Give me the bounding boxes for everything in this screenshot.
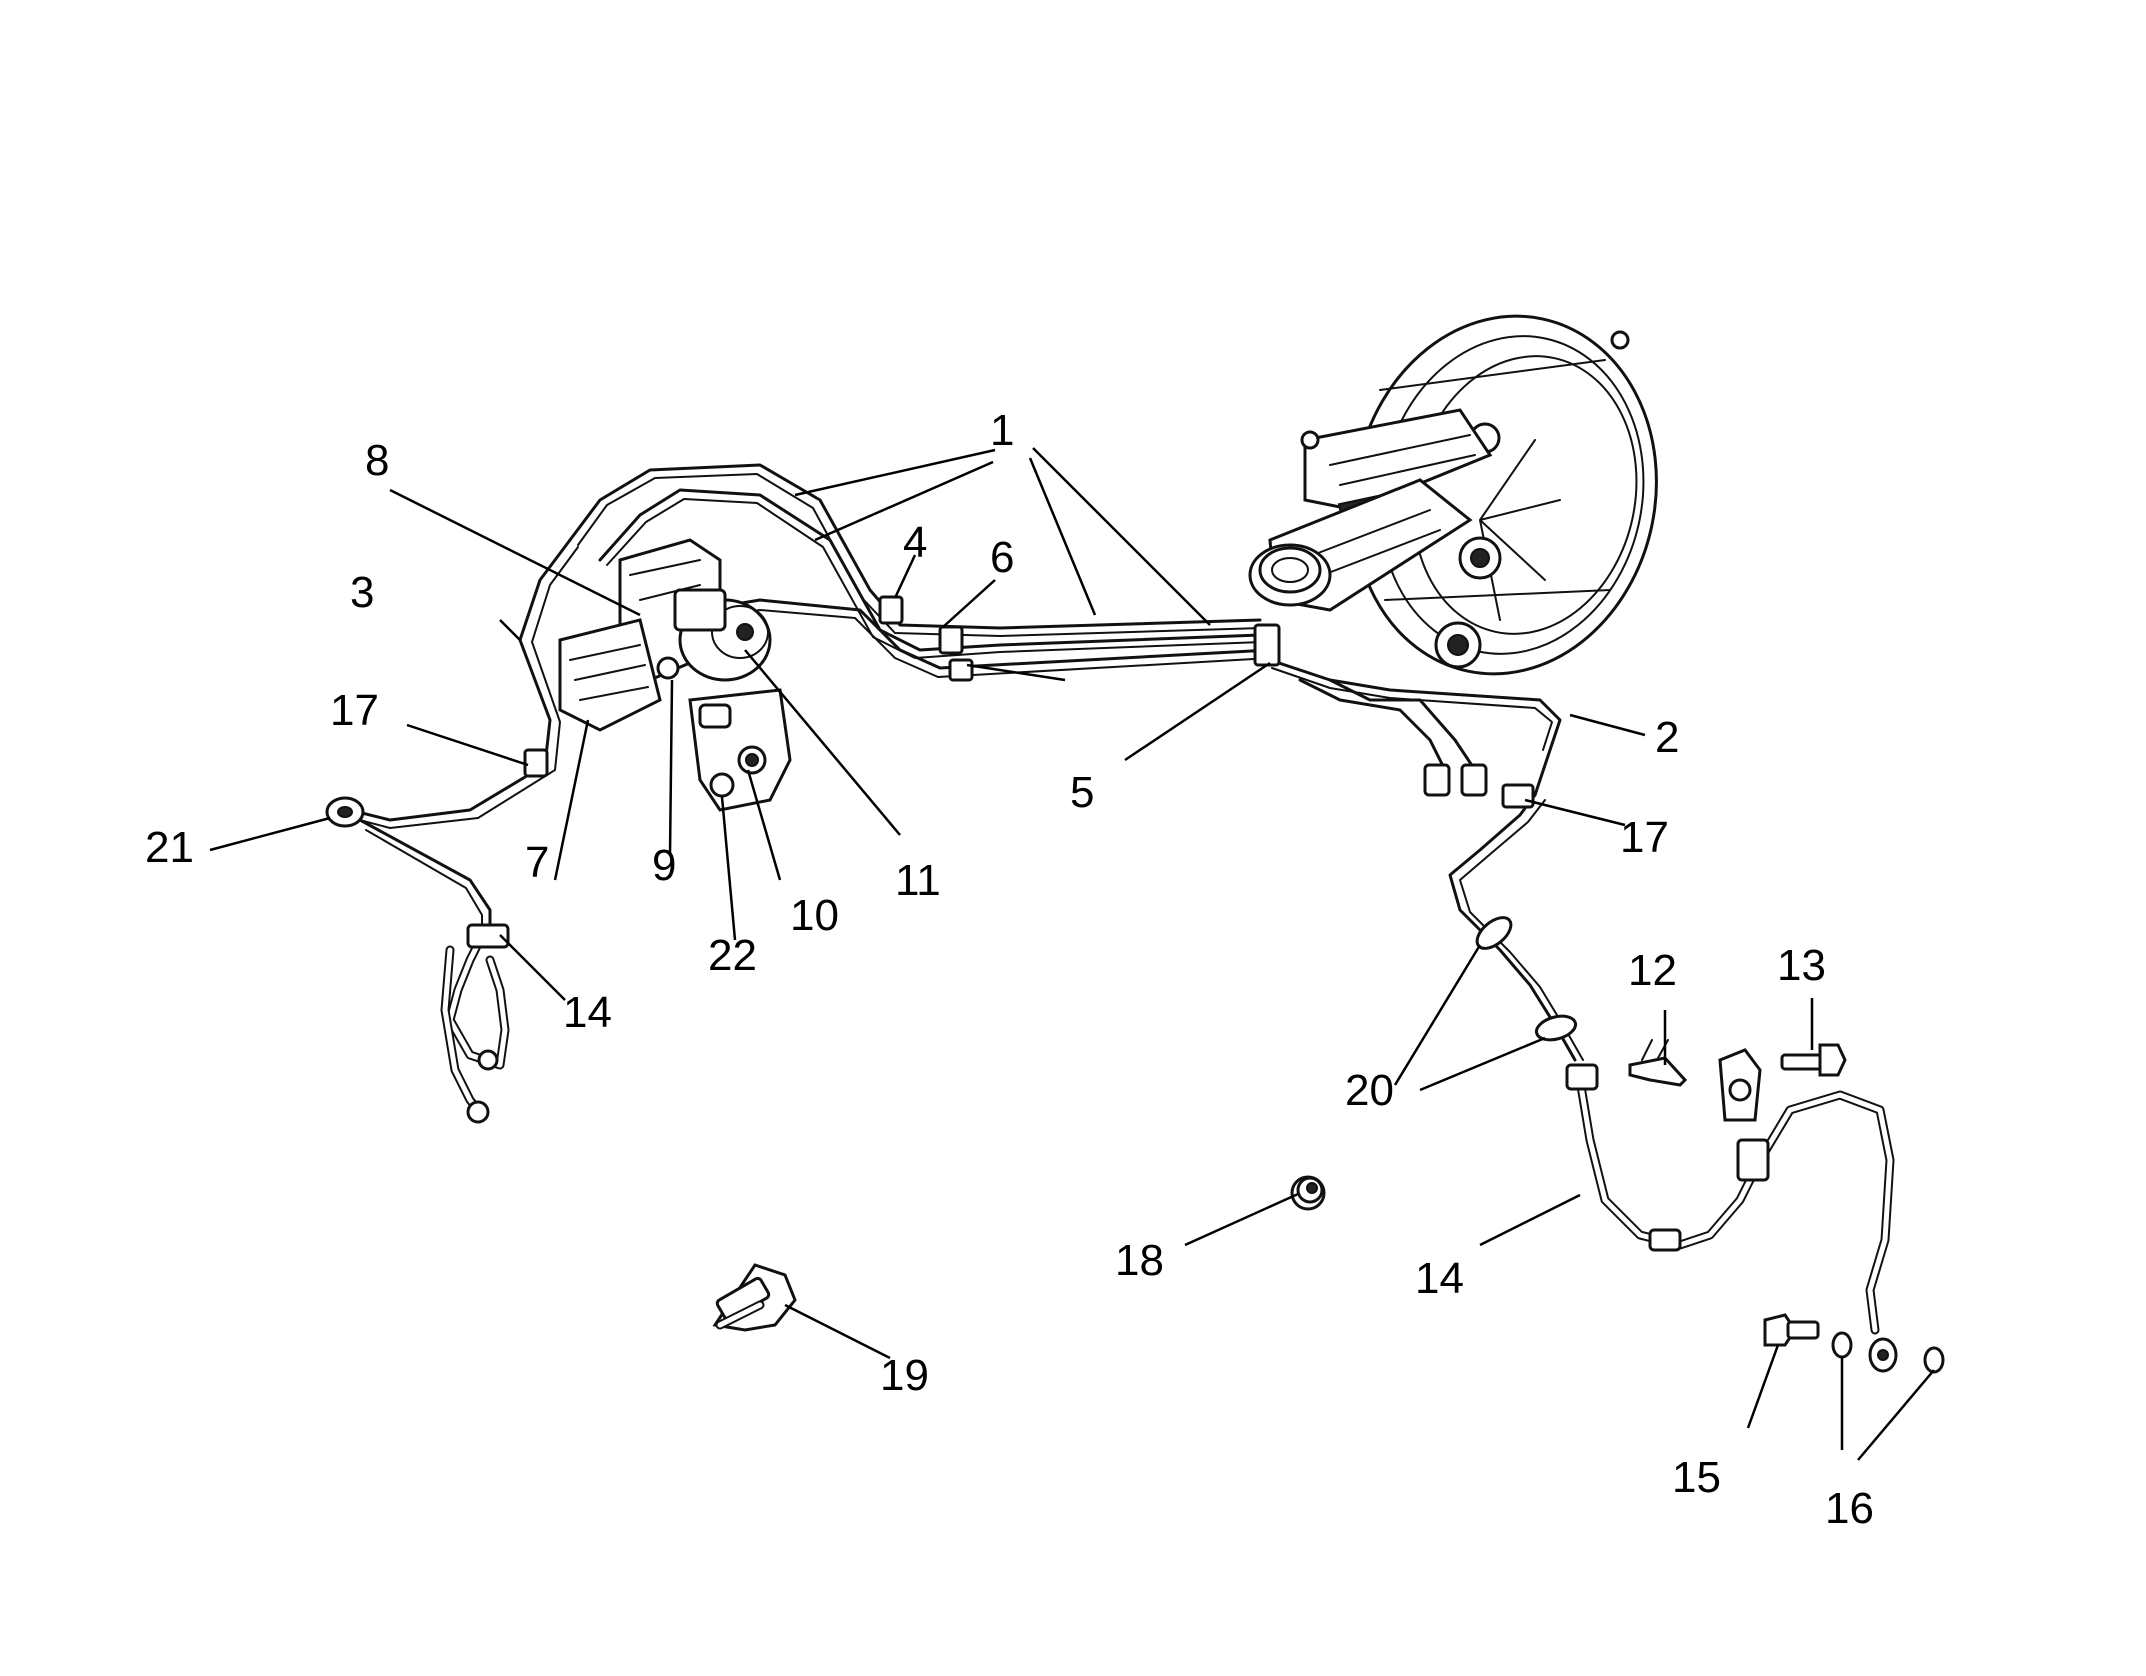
callout-12: 12 <box>1628 946 1677 995</box>
callout-20: 20 <box>1345 1066 1394 1115</box>
sealing-washers <box>1831 1331 1945 1374</box>
callout-1: 1 <box>990 406 1014 455</box>
callout-4: 4 <box>903 518 927 567</box>
callout-5: 5 <box>1070 768 1094 817</box>
callout-17-left: 17 <box>330 686 379 735</box>
retaining-clip <box>1628 1039 1688 1087</box>
callout-3: 3 <box>350 568 374 617</box>
line-clips <box>878 595 1281 682</box>
callout-11: 11 <box>895 856 941 905</box>
callout-6: 6 <box>990 533 1014 582</box>
left-brake-hose <box>440 923 510 1124</box>
callout-14-left: 14 <box>563 988 612 1037</box>
abs-hydraulic-unit <box>558 538 792 812</box>
callout-2: 2 <box>1655 713 1679 762</box>
callout-22: 22 <box>708 931 757 980</box>
right-brake-hose <box>1565 1048 1898 1373</box>
callout-16: 16 <box>1825 1484 1874 1533</box>
callout-leaders <box>209 447 1935 1461</box>
left-front-brake-line <box>325 538 579 942</box>
right-front-brake-line <box>1448 783 1584 1062</box>
grommet <box>1290 1175 1326 1211</box>
callout-19: 19 <box>880 1351 929 1400</box>
callout-14-right: 14 <box>1415 1254 1464 1303</box>
callout-18: 18 <box>1115 1236 1164 1285</box>
brake-booster-assembly <box>1248 314 1658 676</box>
mounting-stud <box>712 1263 797 1332</box>
callout-7: 7 <box>525 838 549 887</box>
callout-13: 13 <box>1777 941 1826 990</box>
callout-17-right: 17 <box>1620 813 1669 862</box>
callout-21: 21 <box>145 823 194 872</box>
callout-10: 10 <box>790 891 839 940</box>
callout-15: 15 <box>1672 1453 1721 1502</box>
callout-9: 9 <box>652 841 676 890</box>
brake-lines-main <box>568 463 1562 797</box>
hose-bolt <box>1780 1043 1847 1077</box>
callout-labels: 1 2 3 4 5 6 7 8 9 10 11 12 13 14 14 15 1… <box>145 406 1874 1533</box>
callout-8: 8 <box>365 436 389 485</box>
banjo-bolt <box>1763 1313 1820 1347</box>
